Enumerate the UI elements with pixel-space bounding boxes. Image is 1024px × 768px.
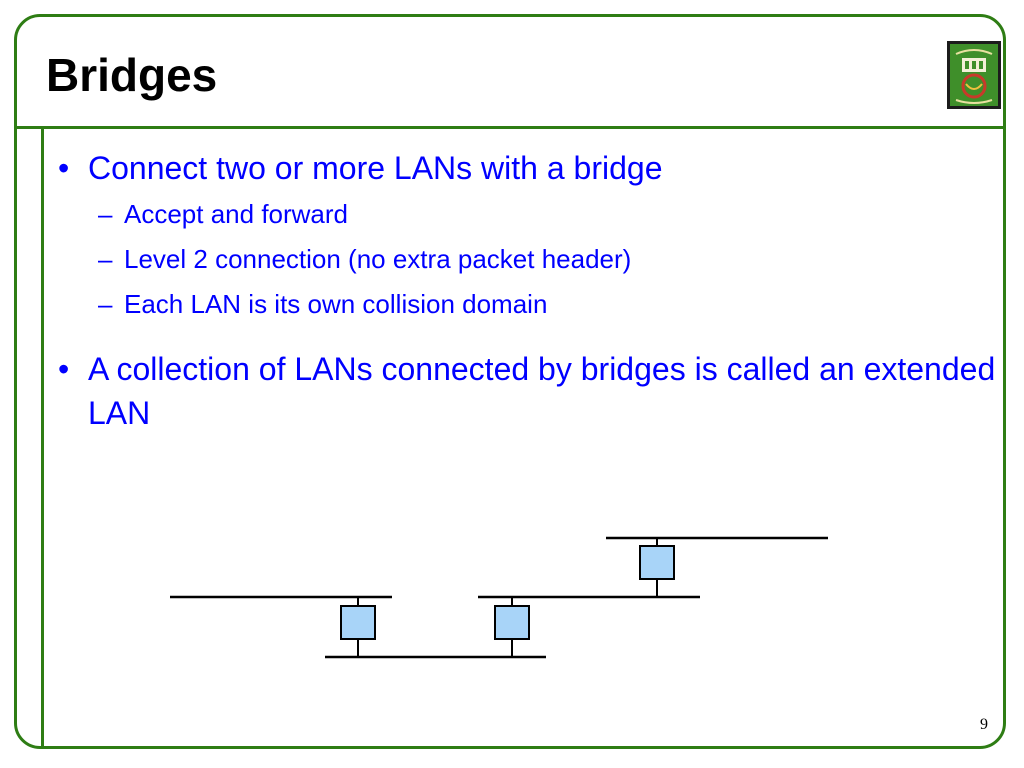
university-crest-icon (947, 41, 1001, 109)
bridge-box (340, 605, 376, 640)
bullet-mark: • (58, 351, 70, 387)
dash-mark: – (98, 244, 113, 274)
sub-bullet-text: Level 2 connection (no extra packet head… (124, 244, 632, 274)
bridge-box (494, 605, 530, 640)
bridge-1 (340, 597, 376, 657)
bullet-text: Connect two or more LANs with a bridge (88, 150, 663, 186)
sub-bullet-text: Each LAN is its own collision domain (124, 289, 548, 319)
bullet-text: A collection of LANs connected by bridge… (88, 351, 996, 431)
sub-bullet-item: – Level 2 connection (no extra packet he… (98, 237, 998, 282)
bullet-mark: • (58, 150, 70, 186)
left-margin-rule (41, 126, 44, 749)
sub-bullet-item: – Each LAN is its own collision domain (98, 282, 998, 327)
bridge-3 (639, 538, 675, 597)
bullet-list: • Connect two or more LANs with a bridge… (58, 146, 998, 435)
bridge-box (639, 545, 675, 580)
slide-frame (14, 14, 1006, 749)
title-divider (14, 126, 1006, 129)
slide-title: Bridges (46, 49, 218, 101)
dash-mark: – (98, 289, 113, 319)
sub-bullet-list: – Accept and forward – Level 2 connectio… (98, 192, 998, 327)
dash-mark: – (98, 199, 113, 229)
sub-bullet-item: – Accept and forward (98, 192, 998, 237)
sub-bullet-text: Accept and forward (124, 199, 349, 229)
bullet-item: • A collection of LANs connected by brid… (58, 347, 998, 435)
page-number: 9 (980, 716, 988, 733)
bridge-2 (494, 597, 530, 657)
bullet-item: • Connect two or more LANs with a bridge (58, 146, 998, 190)
